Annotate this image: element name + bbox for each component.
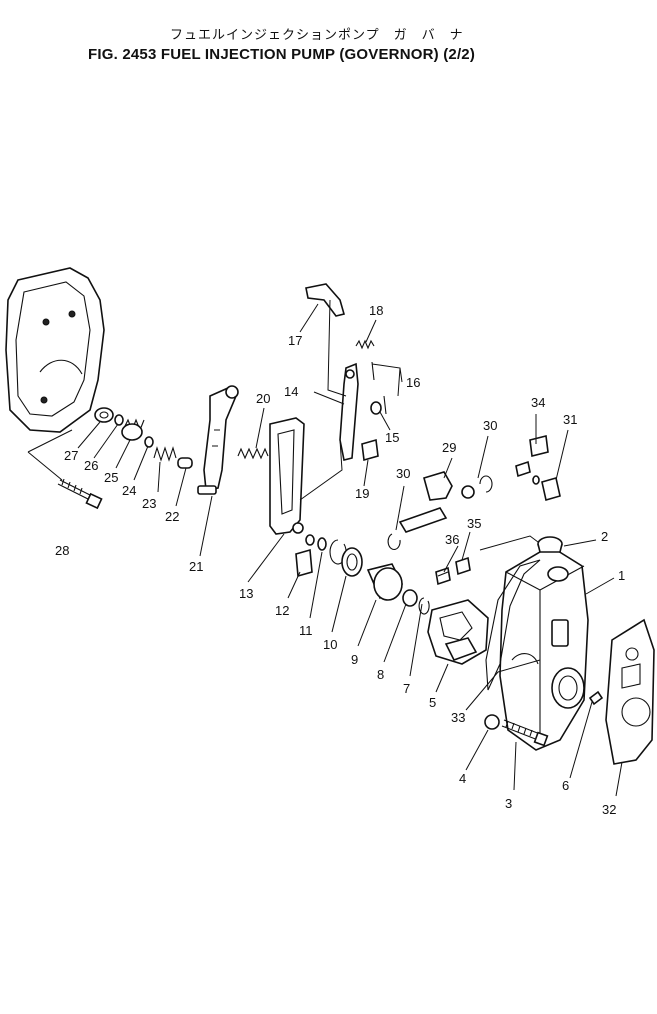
callout-21: 21 [189, 559, 203, 574]
spring-23 [153, 446, 177, 462]
sleeve-19 [361, 438, 379, 462]
callout-4: 4 [459, 771, 466, 786]
callout-15: 15 [385, 430, 399, 445]
spring-25 [121, 418, 145, 441]
callout-12: 12 [275, 603, 289, 618]
washer-11 [317, 537, 327, 551]
callout-6: 6 [562, 778, 569, 793]
callout-30-left: 30 [396, 466, 410, 481]
washer-26 [114, 414, 124, 426]
callout-36: 36 [445, 532, 459, 547]
callout-32: 32 [602, 802, 616, 817]
callout-18: 18 [369, 303, 383, 318]
callout-29: 29 [442, 440, 456, 455]
bracket-17 [305, 283, 345, 317]
screw-35 [455, 556, 471, 576]
lever-shaft-29 [398, 471, 475, 533]
callout-8: 8 [377, 667, 384, 682]
nut-4 [484, 714, 500, 730]
callout-34: 34 [531, 395, 545, 410]
callout-13: 13 [239, 586, 253, 601]
snap-ring-30-left [387, 533, 401, 551]
gasket-33 [485, 559, 541, 691]
governor-housing-cover [5, 267, 105, 433]
link-plate-13 [269, 417, 305, 535]
callout-2: 2 [601, 529, 608, 544]
flyweight-assembly-5 [427, 599, 489, 665]
leader-lines [77, 303, 623, 797]
callout-1: 1 [618, 568, 625, 583]
callout-35: 35 [467, 516, 481, 531]
japanese-title: フュエルインジェクションポンプ ガ バ ナ [170, 28, 464, 43]
bolt-28 [57, 478, 103, 510]
screw-34 [515, 435, 549, 485]
callout-5: 5 [429, 695, 436, 710]
callout-14: 14 [284, 384, 298, 399]
lever-14 [339, 362, 359, 461]
callout-25: 25 [104, 470, 118, 485]
lever-21 [197, 385, 239, 495]
plunger-22 [177, 457, 193, 469]
snap-ring-7 [418, 597, 430, 615]
spring-18 [355, 339, 375, 350]
snap-ring-30-right [479, 475, 493, 493]
callout-19: 19 [355, 486, 369, 501]
sleeve-9 [366, 563, 404, 601]
callout-22: 22 [165, 509, 179, 524]
bolt-3 [501, 719, 549, 747]
callout-26: 26 [84, 458, 98, 473]
callout-16: 16 [406, 375, 420, 390]
plug-2 [537, 536, 563, 553]
callout-24: 24 [122, 483, 136, 498]
spring-20 [237, 447, 269, 460]
callout-labels: 1 2 3 4 5 6 7 8 9 10 11 12 13 14 15 16 1… [55, 303, 625, 817]
callout-9: 9 [351, 652, 358, 667]
screw-36 [435, 566, 451, 586]
pin-6 [588, 690, 604, 706]
washer-15 [370, 401, 382, 415]
callout-33: 33 [451, 710, 465, 725]
callout-7: 7 [403, 681, 410, 696]
governor-housing-1 [499, 545, 589, 751]
callout-28: 28 [55, 543, 69, 558]
gasket-32 [605, 618, 655, 765]
figure-title: FIG. 2453 FUEL INJECTION PUMP (GOVERNOR)… [88, 46, 476, 63]
pin-16 [371, 361, 387, 415]
callout-31: 31 [563, 412, 577, 427]
bracket-31 [541, 476, 561, 502]
bearing-10 [341, 547, 363, 577]
callout-3: 3 [505, 796, 512, 811]
callout-30-right: 30 [483, 418, 497, 433]
callout-17: 17 [288, 333, 302, 348]
callout-27: 27 [64, 448, 78, 463]
callout-10: 10 [323, 637, 337, 652]
washer-24 [144, 436, 154, 448]
collar-12 [295, 534, 315, 578]
callout-11: 11 [299, 623, 313, 638]
callout-23: 23 [142, 496, 156, 511]
lock-nut-27 [94, 407, 114, 423]
callout-20: 20 [256, 391, 270, 406]
bearing-8 [402, 589, 418, 607]
